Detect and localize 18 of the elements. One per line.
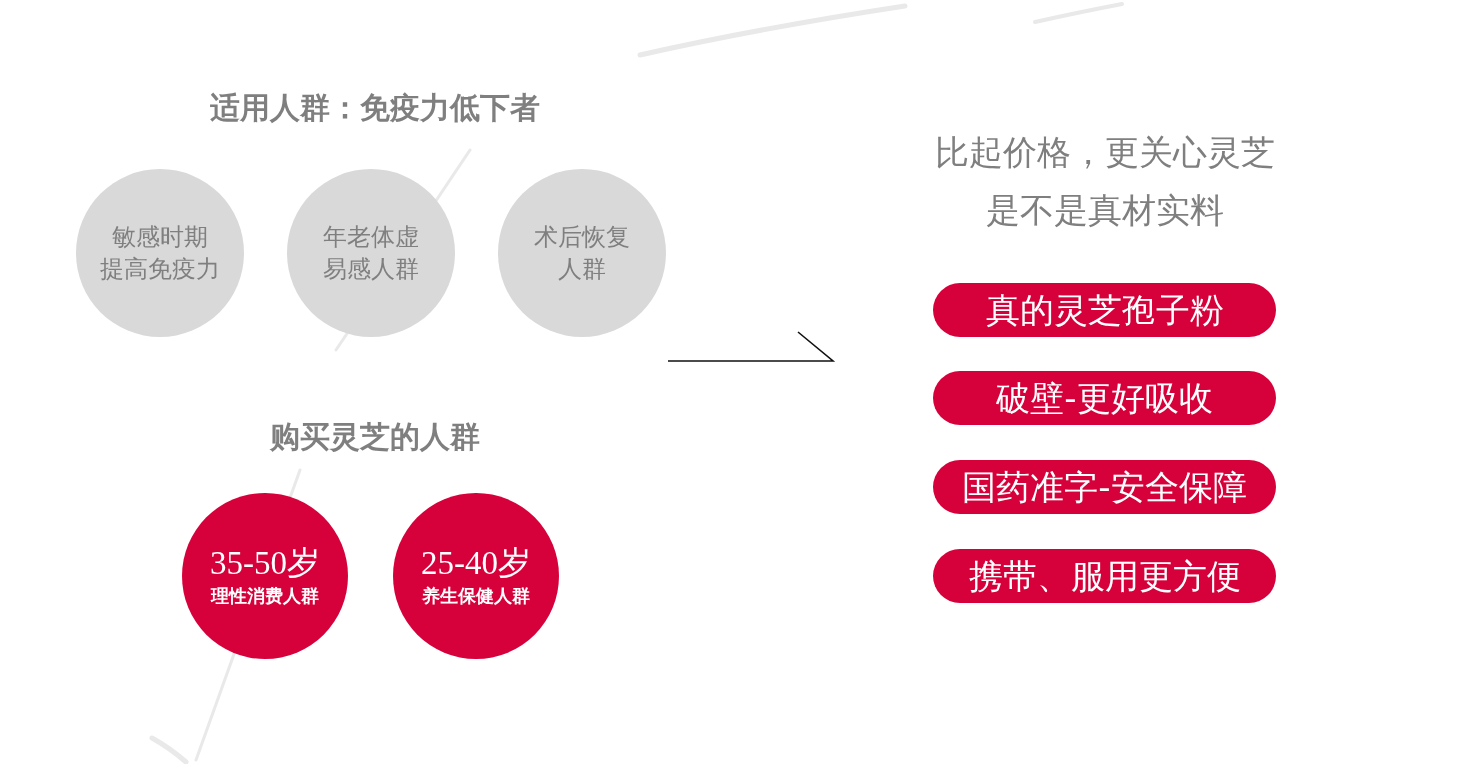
circle-text: 术后恢复人群 [534, 222, 630, 285]
caption-text: 理性消费人群 [211, 585, 319, 608]
section-heading: 适用人群：免疫力低下者 [210, 90, 540, 126]
feature-pill [933, 283, 1276, 337]
feature-pill [933, 460, 1276, 514]
circle-text: 年老体虚易感人群 [323, 222, 419, 285]
caption-text: 养生保健人群 [422, 585, 530, 608]
pill-text: 携带、服用更方便 [968, 556, 1241, 596]
age-range-text: 35-50岁 [210, 544, 320, 582]
circle-text: 敏感时期提高免疫力 [100, 222, 220, 285]
pill-text: 真的灵芝孢子粉 [985, 290, 1224, 330]
age-range-text: 25-40岁 [421, 544, 531, 582]
column-heading: 比起价格，更关心灵芝是不是真材实料 [935, 131, 1275, 232]
feature-pill [933, 549, 1276, 603]
pill-text: 国药准字-安全保障 [962, 467, 1247, 507]
section-heading: 购买灵芝的人群 [270, 419, 480, 455]
feature-pill [933, 371, 1276, 425]
pill-text: 破壁-更好吸收 [996, 378, 1213, 418]
